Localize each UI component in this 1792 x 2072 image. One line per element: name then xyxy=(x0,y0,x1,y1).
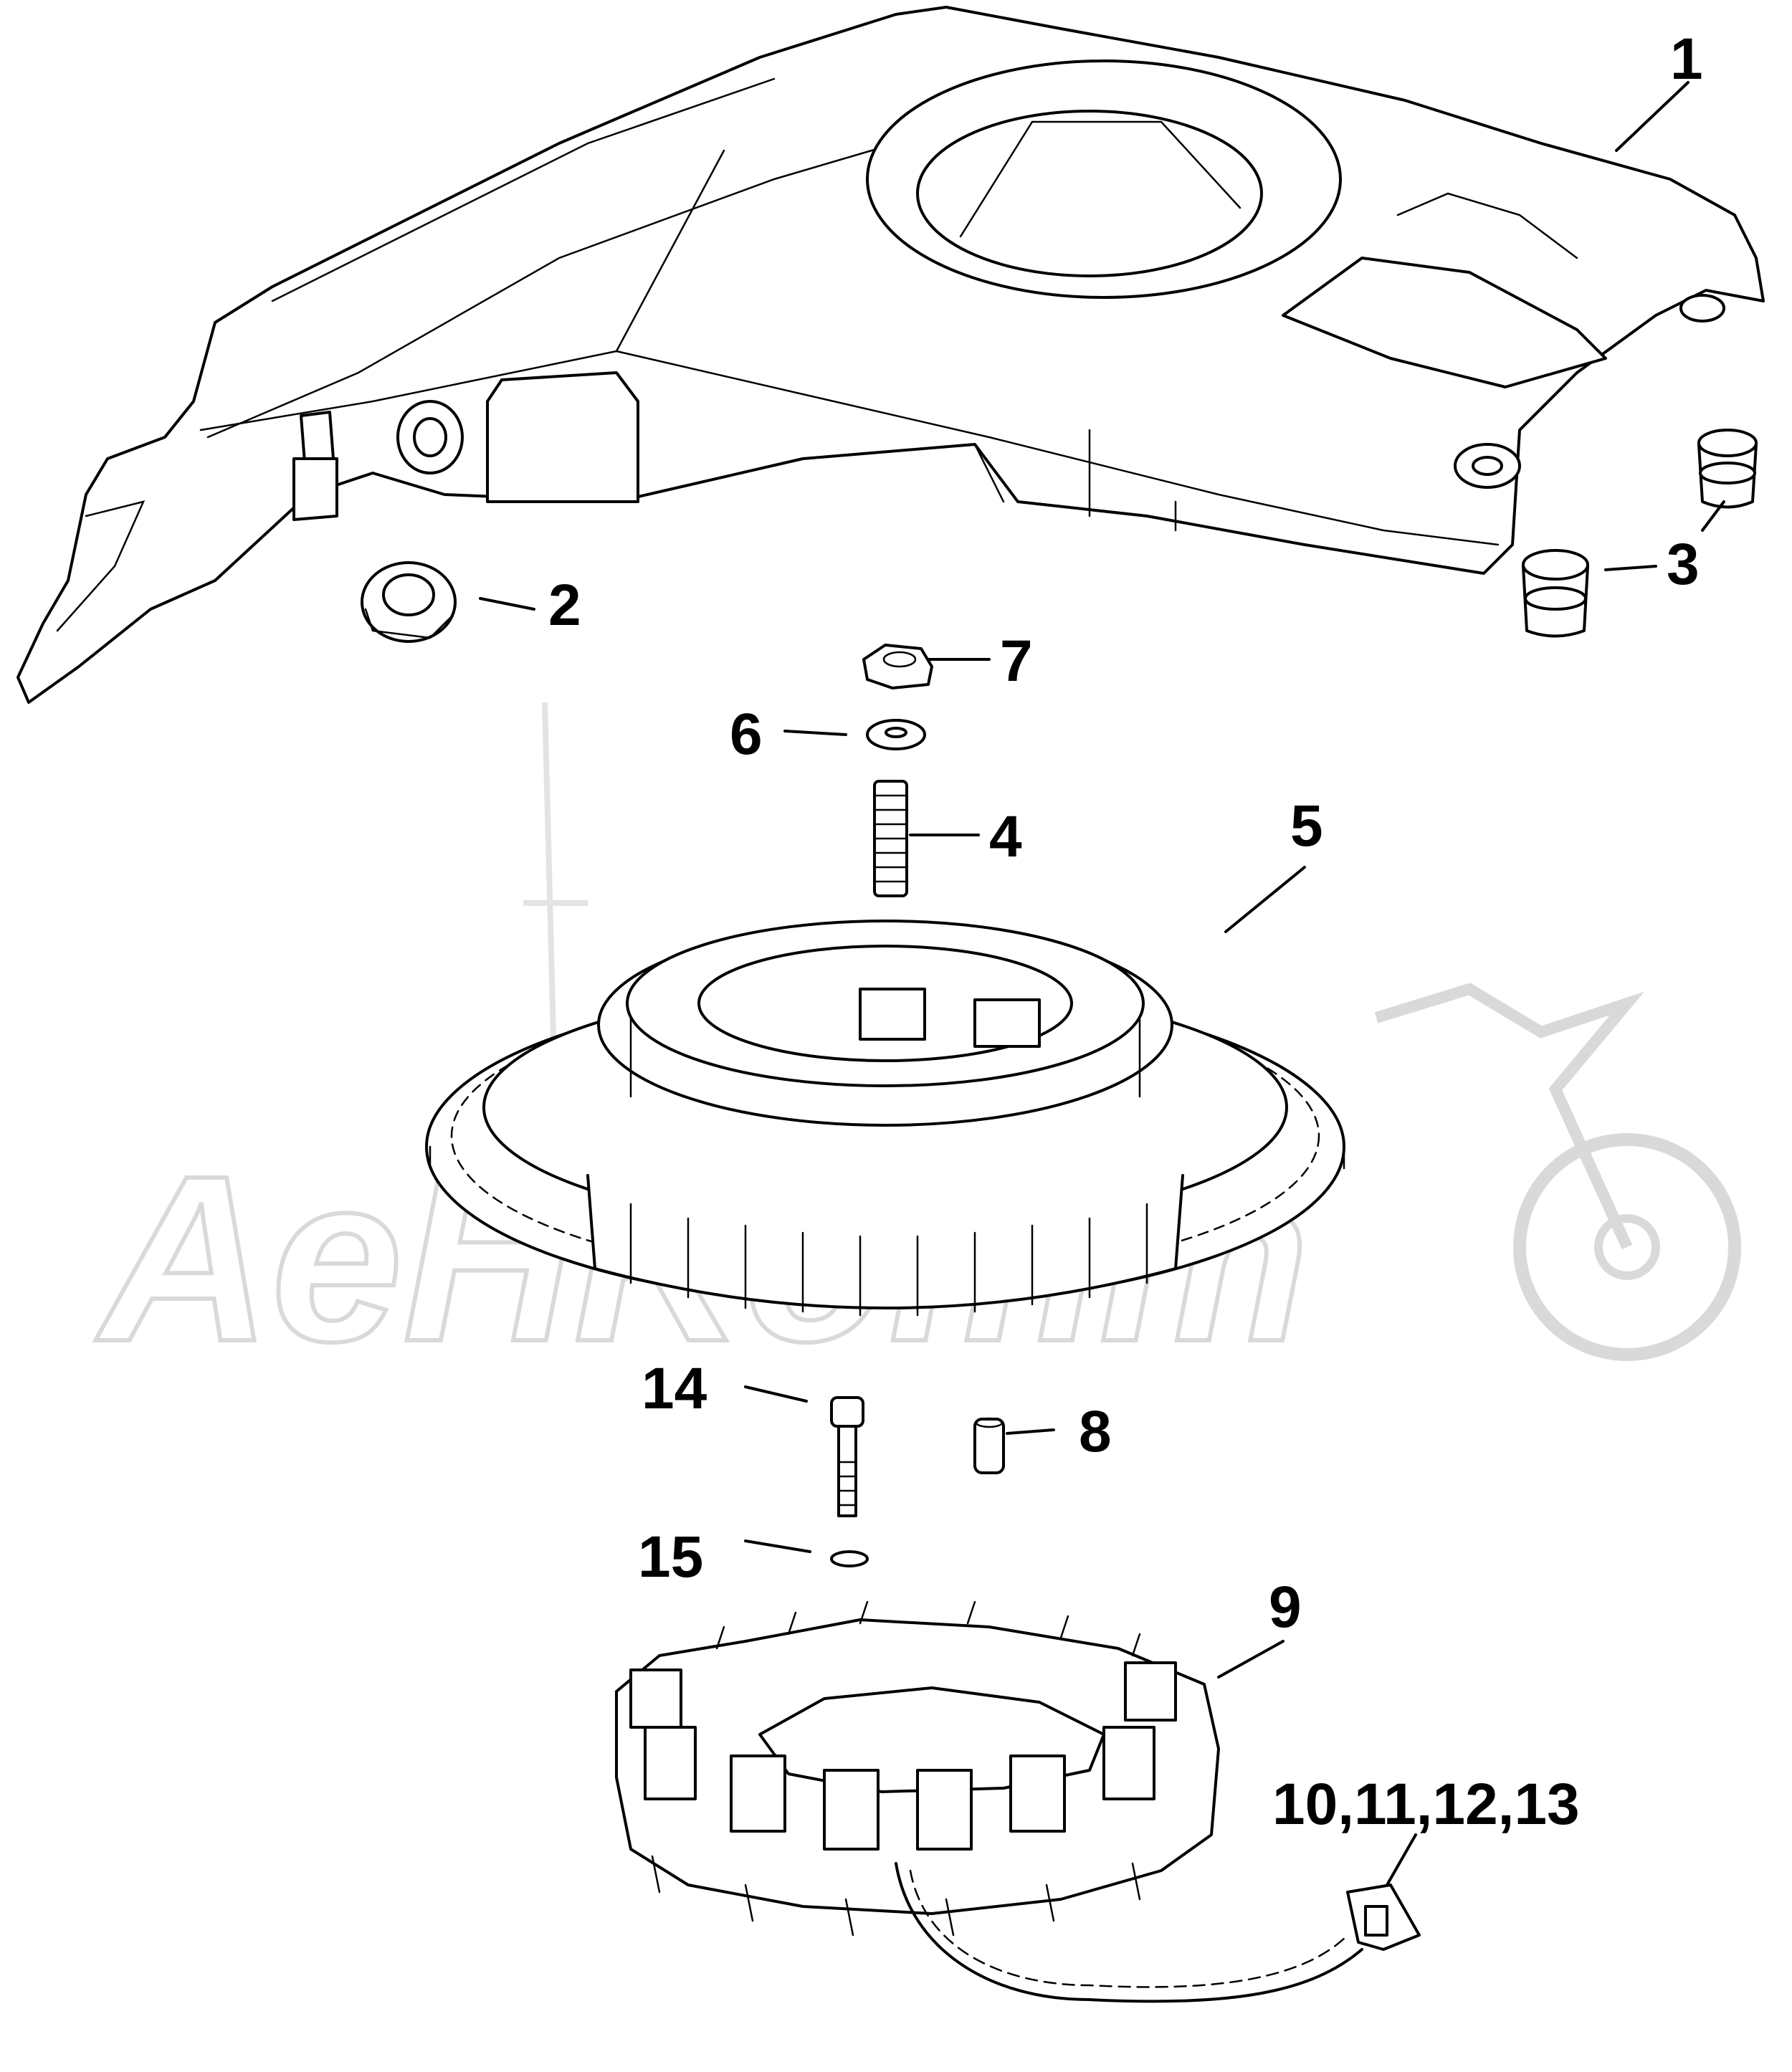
callout-5: 5 xyxy=(1290,793,1323,859)
flywheel-part-5 xyxy=(425,920,1345,1317)
flywheel-cover xyxy=(16,6,1765,704)
callout-1: 1 xyxy=(1670,27,1703,92)
callout-2: 2 xyxy=(548,573,581,638)
wire-harness-part-10-13 xyxy=(895,1862,1421,2003)
callouts: 1 2 3 4 5 6 7 8 9 10,11,12,13 14 15 xyxy=(548,27,1703,1837)
stud-part-4 xyxy=(873,780,908,897)
callout-14: 14 xyxy=(642,1356,707,1421)
stator-part-9 xyxy=(615,1600,1220,1937)
callout-4: 4 xyxy=(989,804,1022,869)
callout-3: 3 xyxy=(1667,532,1700,597)
dowel-pin-part-8 xyxy=(973,1417,1005,1474)
callout-8: 8 xyxy=(1079,1399,1112,1464)
washer-part-6 xyxy=(866,719,926,750)
callout-10-11-12-13: 10,11,12,13 xyxy=(1272,1772,1580,1837)
grommets-part-3 xyxy=(1522,429,1758,638)
callout-15: 15 xyxy=(638,1524,703,1590)
leader-lines xyxy=(479,81,1725,1886)
callout-9: 9 xyxy=(1269,1575,1302,1640)
callout-7: 7 xyxy=(1000,629,1033,694)
grommet-part-2 xyxy=(361,561,457,643)
callout-6: 6 xyxy=(730,702,763,767)
bolt-part-14 xyxy=(830,1396,864,1517)
nut-part-7 xyxy=(862,644,933,689)
washer-part-15 xyxy=(830,1550,869,1567)
